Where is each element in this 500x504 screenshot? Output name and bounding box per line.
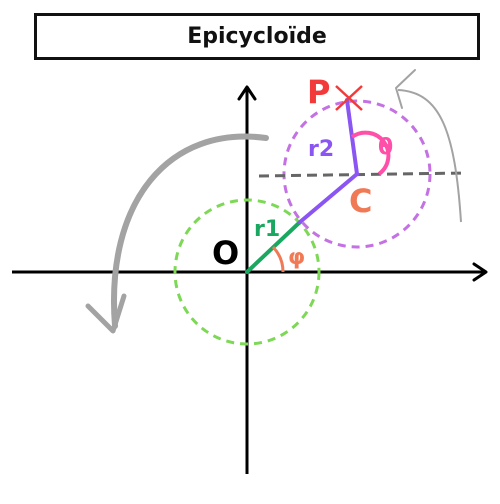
fixed-circle [173, 198, 321, 346]
x-axis-arrowhead [472, 262, 488, 282]
small-curved-arrowhead-icon [395, 69, 416, 109]
rolling-circle [282, 99, 432, 249]
small-curved-arrow [397, 89, 462, 223]
reference-line [258, 171, 467, 178]
y-axis-arrowhead [237, 85, 257, 101]
label-point: P [307, 73, 330, 111]
oc-segment [298, 172, 359, 224]
title-box: Epicycloïde [34, 13, 480, 60]
label-center: C [349, 182, 372, 220]
label-theta: θ [378, 135, 393, 160]
phi-arc [271, 245, 285, 273]
rotation-arrow [111, 133, 269, 329]
label-phi: φ [288, 245, 305, 270]
diagram-title: Epicycloïde [187, 24, 327, 49]
theta-arc [350, 130, 391, 176]
label-origin: O [212, 234, 239, 272]
label-r2: r2 [308, 137, 334, 162]
rotation-arrowhead-icon [85, 293, 127, 334]
label-r1: r1 [254, 217, 280, 242]
point-p-marker-icon [335, 85, 363, 111]
